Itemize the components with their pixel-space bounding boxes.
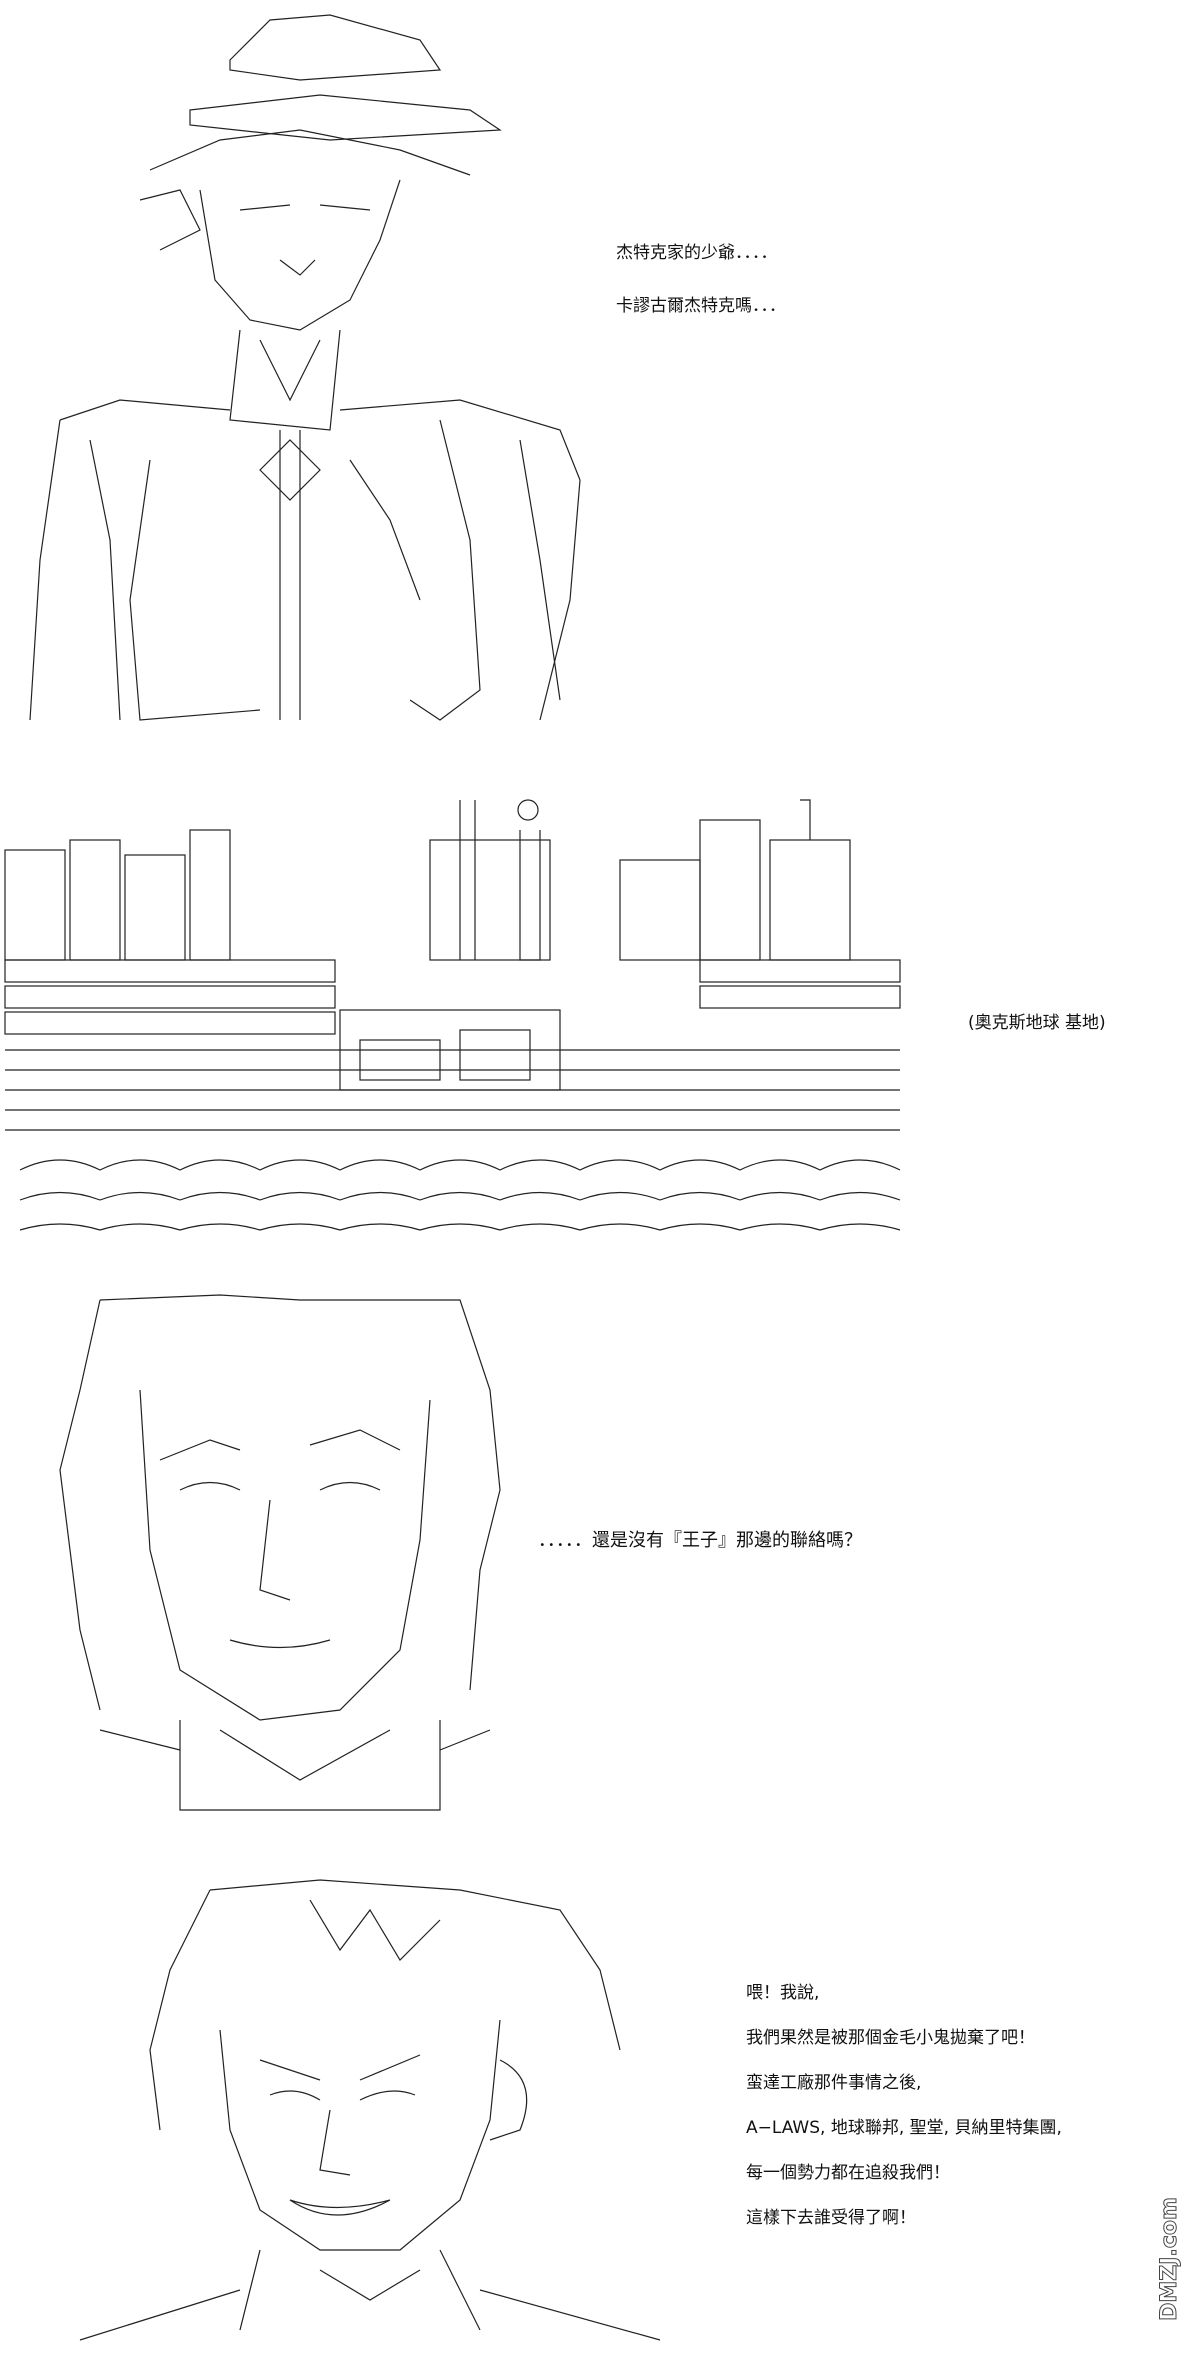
- ascii-art-angry-man: [60, 1870, 680, 2350]
- panel-3: ．．．．．還是沒有『王子』那邊的聯絡嗎？: [0, 1260, 1200, 1840]
- site-watermark: DMZJ.com: [1157, 2179, 1194, 2339]
- location-caption: (奧克斯地球 基地): [968, 1013, 1106, 1033]
- dialogue-line: 卡謬古爾杰特克嗎．．．: [616, 296, 786, 316]
- dialogue-line: 喂！我說,: [746, 1983, 820, 2003]
- dialogue-panel-3: ．．．．．還是沒有『王子』那邊的聯絡嗎？: [538, 1530, 862, 1551]
- dialogue-panel-1: 杰特克家的少爺．．．． 卡謬古爾杰特克嗎．．．: [616, 238, 786, 336]
- dialogue-line: 我們果然是被那個金毛小鬼拋棄了吧！: [746, 2028, 1035, 2048]
- panel-4: 喂！我說, 我們果然是被那個金毛小鬼拋棄了吧！ 蛮達工廠那件事情之後, A−LA…: [0, 1840, 1200, 2353]
- dialogue-line: 蛮達工廠那件事情之後,: [746, 2073, 922, 2093]
- ascii-art-face-man: [40, 1290, 520, 1830]
- ascii-art-base-landscape: [0, 780, 920, 1260]
- watermark-text: DMZJ.com: [1158, 2197, 1182, 2321]
- dialogue-panel-4: 喂！我說, 我們果然是被那個金毛小鬼拋棄了吧！ 蛮達工廠那件事情之後, A−LA…: [746, 1978, 1062, 2248]
- dialogue-line: A−LAWS, 地球聯邦, 聖堂, 貝納里特集團,: [746, 2118, 1062, 2138]
- panel-1: 杰特克家的少爺．．．． 卡謬古爾杰特克嗎．．．: [0, 0, 1200, 760]
- panel-2: (奧克斯地球 基地): [0, 760, 1200, 1260]
- dialogue-line: 杰特克家的少爺．．．．: [616, 243, 778, 263]
- dialogue-line: 每一個勢力都在追殺我們！: [746, 2163, 950, 2183]
- ascii-art-figure-hat: [0, 0, 600, 740]
- dialogue-line: 這樣下去誰受得了啊！: [746, 2208, 916, 2228]
